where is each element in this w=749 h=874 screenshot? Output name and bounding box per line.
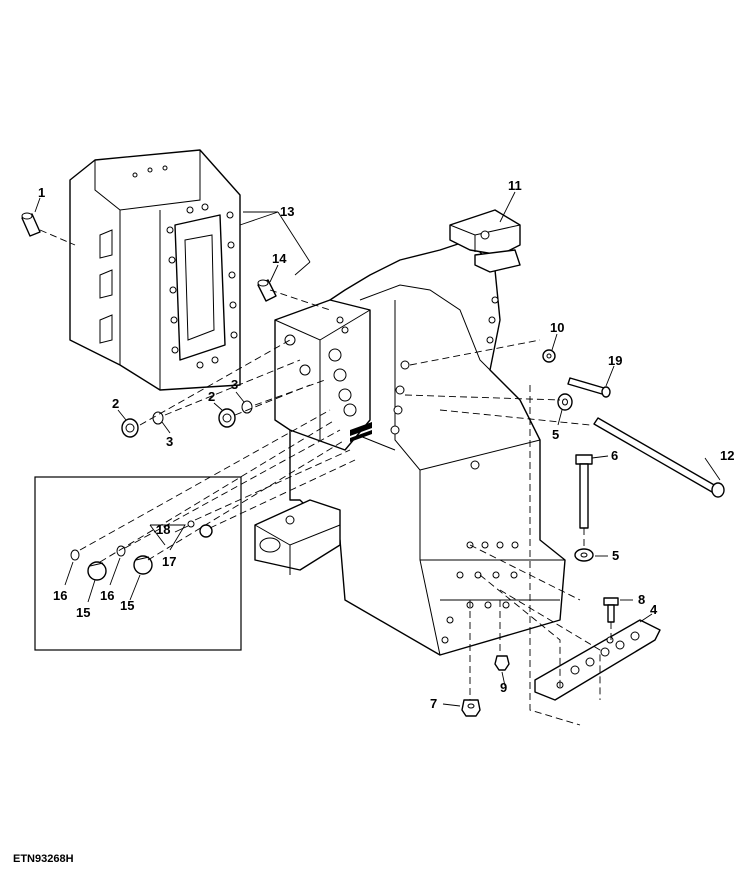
figure-id: ETN93268H xyxy=(13,853,74,865)
callout-11: 11 xyxy=(508,178,522,193)
front-frame xyxy=(254,209,566,656)
callout-18: 18 xyxy=(156,522,170,537)
callout-labels: 1 13 14 11 10 19 2 3 2 3 5 6 12 5 8 4 9 … xyxy=(38,178,734,711)
callout-16-left: 16 xyxy=(53,588,67,603)
callout-10: 10 xyxy=(550,320,564,335)
callout-16-right: 16 xyxy=(100,588,114,603)
pin-14 xyxy=(257,279,277,302)
callout-3-left: 3 xyxy=(166,434,173,449)
bolt-6 xyxy=(574,454,594,562)
assembly-lines xyxy=(39,229,612,726)
nut-9 xyxy=(494,655,510,671)
bolt-19 xyxy=(567,377,611,398)
callout-15-right: 15 xyxy=(120,598,134,613)
plug-2-right xyxy=(218,400,253,428)
callout-8: 8 xyxy=(638,592,645,607)
pin-1 xyxy=(21,212,41,237)
callout-6: 6 xyxy=(611,448,618,463)
long-bolt-12 xyxy=(593,417,725,498)
nut-10 xyxy=(542,349,556,363)
callout-15-left: 15 xyxy=(76,605,90,620)
detail-inset xyxy=(34,476,242,651)
callout-5-top: 5 xyxy=(552,427,559,442)
callout-13: 13 xyxy=(280,204,294,219)
nut-7 xyxy=(461,699,481,717)
callout-14: 14 xyxy=(272,251,287,266)
bracket-plate xyxy=(534,619,661,701)
callout-1: 1 xyxy=(38,185,45,200)
callout-7: 7 xyxy=(430,696,437,711)
callout-9: 9 xyxy=(500,680,507,695)
callout-17: 17 xyxy=(162,554,176,569)
bolt-8 xyxy=(603,597,619,623)
callout-2-left: 2 xyxy=(112,396,119,411)
plug-2-left xyxy=(121,411,164,438)
callout-12: 12 xyxy=(720,448,734,463)
callout-2-right: 2 xyxy=(208,389,215,404)
front-weight-block xyxy=(69,149,241,391)
leader-lines xyxy=(34,191,721,707)
callout-3-right: 3 xyxy=(231,377,238,392)
callout-19: 19 xyxy=(608,353,622,368)
callout-4: 4 xyxy=(650,602,658,617)
washer-5-top xyxy=(557,393,573,411)
callout-5-bottom: 5 xyxy=(612,548,619,563)
